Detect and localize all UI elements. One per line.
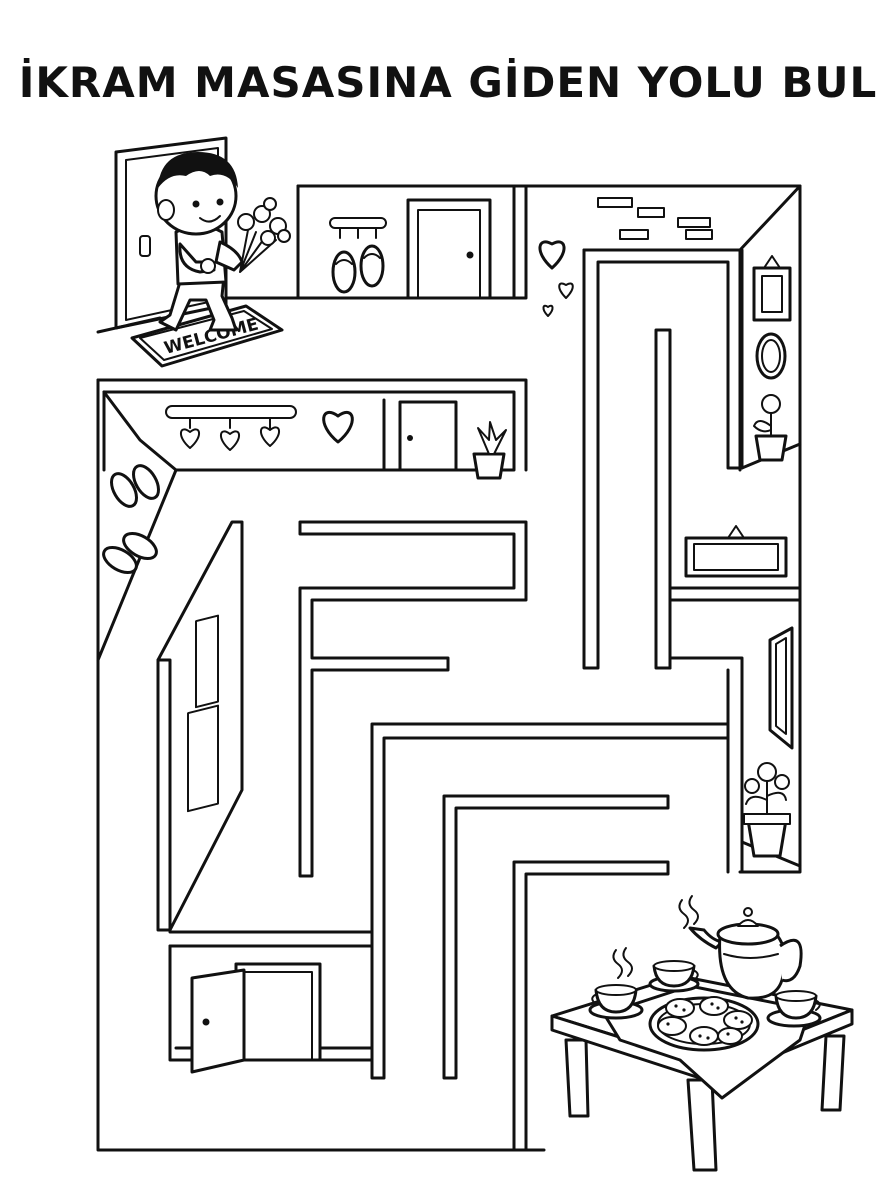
flower-pot-icon	[743, 762, 791, 858]
heart-hooks-icon	[165, 405, 297, 451]
page-title: İKRAM MASASINA GİDEN YOLU BUL	[18, 58, 878, 107]
teapot-icon	[688, 907, 803, 1000]
top-hallway	[296, 184, 802, 317]
wall-frame-icon	[684, 525, 788, 578]
maze-walls	[156, 520, 730, 1152]
hearts-icon	[538, 240, 574, 317]
floor-slippers-icon	[102, 464, 160, 574]
teacup-icon	[588, 960, 822, 1028]
side-door-icon	[382, 398, 458, 472]
small-plant-icon	[472, 421, 507, 480]
potted-plant-icon	[753, 394, 788, 462]
right-corridor	[582, 184, 802, 874]
steam-icon	[612, 895, 699, 979]
left-hallway	[96, 378, 546, 1152]
tall-picture-icon	[768, 626, 794, 750]
entry-floor-line	[96, 296, 302, 334]
tea-table-with-cookies-icon[interactable]	[550, 895, 854, 1172]
boy-with-flowers-icon[interactable]	[154, 152, 291, 332]
coat-hooks-icon	[329, 217, 387, 239]
hallway-door-icon	[406, 198, 492, 300]
mirror-icon	[755, 332, 787, 380]
bricks-icon	[597, 197, 713, 240]
picture-frame-icon	[752, 255, 792, 322]
slippers-icon	[331, 244, 385, 294]
heart-icon	[322, 410, 354, 444]
bottom-door-icon	[190, 962, 322, 1074]
